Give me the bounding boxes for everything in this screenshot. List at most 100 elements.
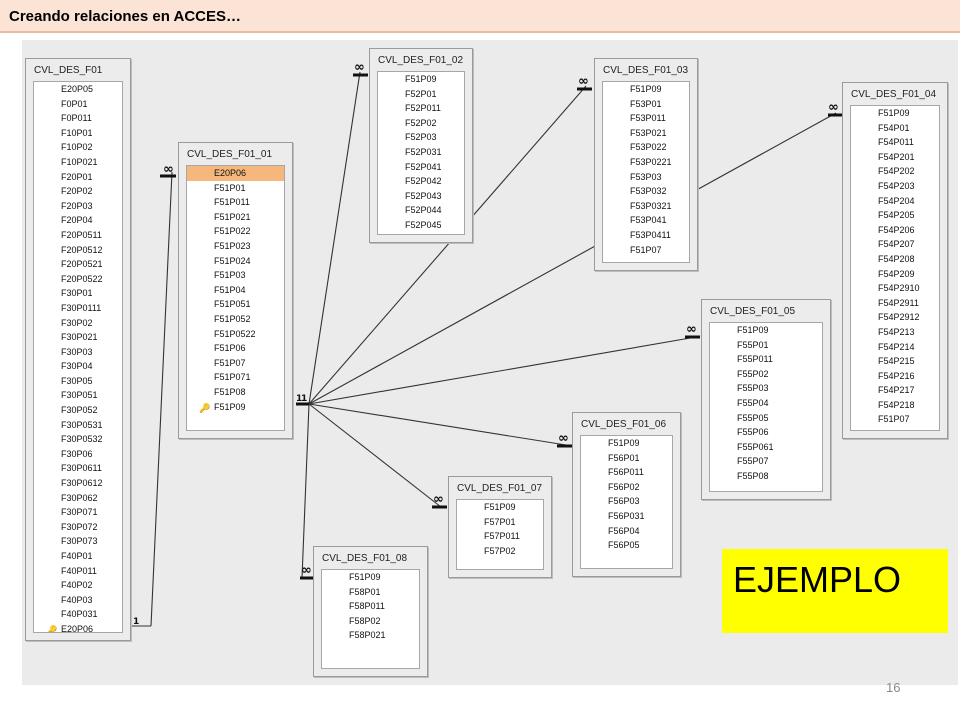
field-row[interactable]: F54P215: [878, 356, 915, 367]
field-row[interactable]: F30P06: [61, 448, 93, 459]
field-row[interactable]: F56P031: [608, 510, 645, 521]
field-row[interactable]: F52P045: [405, 219, 442, 230]
field-row[interactable]: F51P04: [214, 284, 246, 295]
field-row[interactable]: F51P023: [214, 240, 251, 251]
field-row[interactable]: F51P03: [214, 270, 246, 281]
field-row[interactable]: F58P02: [349, 615, 381, 626]
field-row[interactable]: F20P02: [61, 186, 93, 197]
field-row[interactable]: F55P04: [737, 397, 769, 408]
field-row[interactable]: F55P08: [737, 470, 769, 481]
field-row[interactable]: F30P062: [61, 492, 98, 503]
field-row[interactable]: F40P011: [61, 565, 97, 576]
field-row[interactable]: F54P011: [878, 137, 914, 148]
table-title[interactable]: CVL_DES_F01_02: [378, 55, 464, 66]
field-row[interactable]: F54P208: [878, 253, 915, 264]
field-row[interactable]: F55P061: [737, 441, 774, 452]
field-row[interactable]: F51P022: [214, 226, 251, 237]
field-row[interactable]: F30P04: [61, 361, 93, 372]
field-row[interactable]: F56P02: [608, 481, 640, 492]
field-row[interactable]: F54P205: [878, 210, 915, 221]
field-row[interactable]: F51P06: [214, 343, 246, 354]
table-title[interactable]: CVL_DES_F01_08: [322, 553, 408, 564]
field-row[interactable]: F54P202: [878, 166, 915, 177]
field-row[interactable]: F54P214: [878, 341, 915, 352]
field-row[interactable]: F51P09: [608, 438, 640, 448]
field-row[interactable]: F55P05: [737, 412, 769, 423]
field-row[interactable]: F0P011: [61, 113, 92, 124]
field-row[interactable]: F52P02: [405, 117, 437, 128]
field-row[interactable]: F20P0512: [61, 244, 103, 255]
field-row[interactable]: E20P06🔑: [34, 622, 122, 632]
field-row[interactable]: F56P05: [608, 540, 640, 551]
field-row[interactable]: F55P011: [737, 354, 773, 365]
table-title[interactable]: CVL_DES_F01: [34, 65, 103, 76]
field-row[interactable]: F54P217: [878, 385, 915, 396]
field-row[interactable]: F54P216: [878, 370, 915, 381]
field-row[interactable]: F56P03: [608, 496, 640, 507]
field-row[interactable]: F52P041: [405, 161, 442, 172]
field-row[interactable]: F54P204: [878, 195, 915, 206]
field-row[interactable]: F53P0221: [630, 156, 672, 167]
field-row[interactable]: F30P05: [61, 375, 93, 386]
field-row[interactable]: F53P032: [630, 186, 667, 197]
field-row[interactable]: F30P0111: [61, 302, 102, 313]
field-row[interactable]: F57P01: [484, 516, 516, 527]
field-row[interactable]: F51P0522: [214, 328, 256, 339]
field-row[interactable]: F54P2912: [878, 312, 920, 323]
table-title[interactable]: CVL_DES_F01_03: [603, 65, 689, 76]
field-row[interactable]: F53P041: [630, 215, 667, 226]
field-row[interactable]: F55P03: [737, 383, 769, 394]
field-row[interactable]: F51P09: [630, 84, 662, 94]
field-row[interactable]: F51P051: [214, 299, 251, 310]
table-title[interactable]: CVL_DES_F01_06: [581, 419, 667, 430]
field-row[interactable]: F51P021: [214, 211, 251, 222]
field-row[interactable]: F51P07: [878, 414, 910, 425]
field-row[interactable]: F40P01: [61, 551, 93, 561]
field-row[interactable]: F20P0511: [61, 229, 102, 240]
field-row[interactable]: F51P024: [214, 255, 251, 266]
field-row[interactable]: F53P021: [630, 127, 667, 138]
field-row[interactable]: F52P011: [405, 103, 441, 114]
field-row[interactable]: F54P209: [878, 268, 915, 279]
field-row[interactable]: F55P07: [737, 456, 769, 467]
field-row[interactable]: F30P03: [61, 346, 93, 357]
field-row[interactable]: F30P072: [61, 521, 98, 532]
table-title[interactable]: CVL_DES_F01_04: [851, 89, 937, 100]
field-row[interactable]: F51P011: [214, 197, 250, 208]
field-row[interactable]: F51P071: [214, 372, 251, 383]
field-row[interactable]: F52P03: [405, 132, 437, 143]
field-row[interactable]: F40P02: [61, 580, 93, 591]
field-row[interactable]: F30P073: [61, 536, 98, 547]
field-row[interactable]: F53P01: [630, 98, 662, 109]
field-row[interactable]: F30P0531: [61, 419, 103, 430]
field-row[interactable]: F53P022: [630, 142, 667, 153]
field-row[interactable]: F57P011: [484, 531, 520, 542]
field-row[interactable]: F58P021: [349, 630, 386, 641]
field-row[interactable]: F51P09: [484, 502, 516, 512]
field-row[interactable]: F56P01: [608, 452, 640, 463]
field-row[interactable]: F53P0411: [630, 229, 671, 240]
field-row[interactable]: F30P01: [61, 288, 93, 299]
field-row[interactable]: F30P0612: [61, 478, 103, 489]
field-row[interactable]: F30P052: [61, 405, 98, 416]
table-title[interactable]: CVL_DES_F01_01: [187, 149, 273, 160]
field-row[interactable]: F20P01: [61, 171, 93, 182]
field-row[interactable]: F57P02: [484, 545, 516, 556]
field-row[interactable]: F51P01: [214, 182, 246, 193]
field-row[interactable]: F30P02: [61, 317, 93, 328]
field-row[interactable]: F53P011: [630, 113, 666, 124]
field-row[interactable]: E20P05: [61, 84, 94, 94]
field-row[interactable]: F56P011: [608, 467, 644, 478]
